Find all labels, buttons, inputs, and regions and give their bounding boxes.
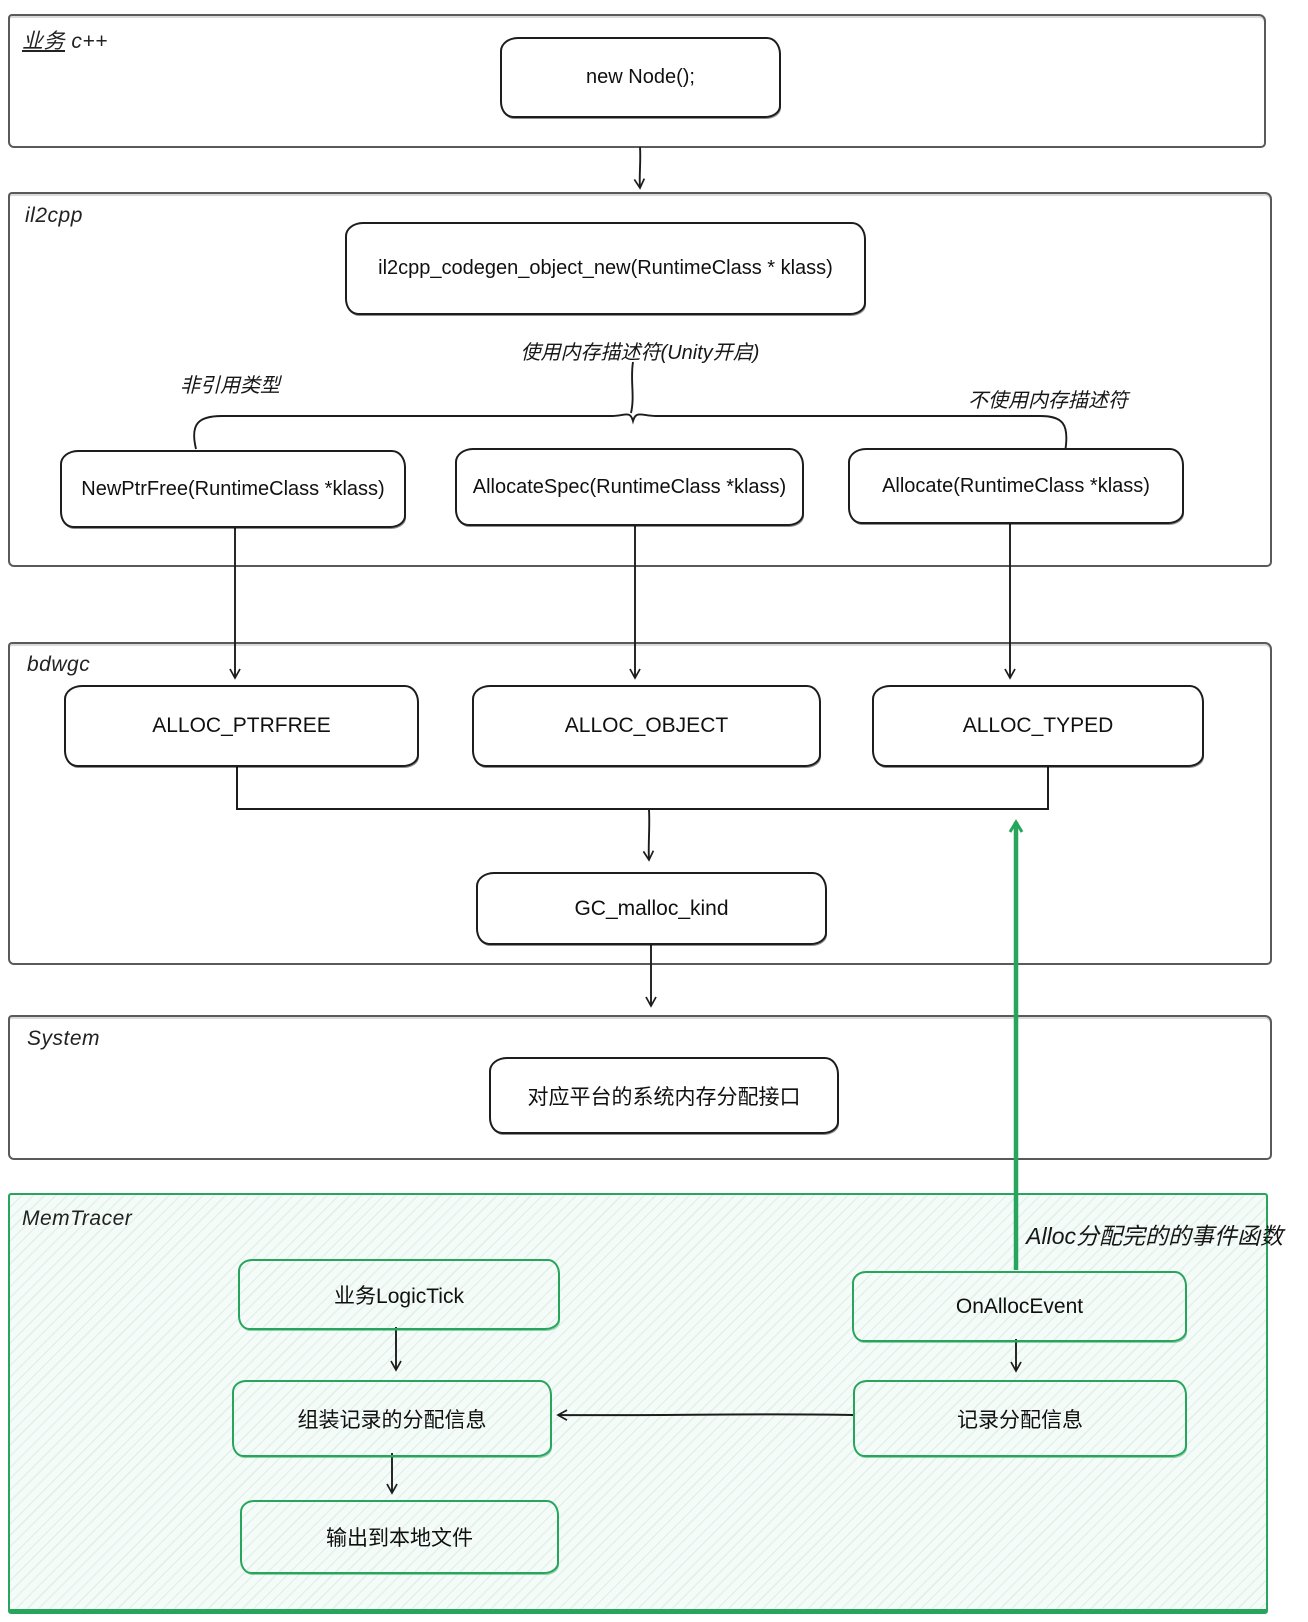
business-label-code: c++ xyxy=(65,30,108,53)
label-alloc-event-note: Alloc分配完的的事件函数 xyxy=(1026,1223,1283,1249)
merge-bracket xyxy=(236,765,1049,810)
section-label-il2cpp: il2cpp xyxy=(25,204,83,227)
panel-memtracer xyxy=(8,1193,1268,1614)
section-label-bdwgc: bdwgc xyxy=(27,653,91,676)
node-logic-tick-label: 业务LogicTick xyxy=(334,1284,464,1308)
node-new-node-label: new Node(); xyxy=(586,66,695,88)
label-use-descriptor: 使用内存描述符(Unity开启) xyxy=(520,342,760,364)
node-record-alloc: 记录分配信息 xyxy=(853,1380,1187,1457)
section-label-business: 业务 c++ xyxy=(22,25,108,55)
node-system-alloc: 对应平台的系统内存分配接口 xyxy=(489,1057,839,1134)
node-alloc-typed: ALLOC_TYPED xyxy=(872,685,1204,767)
node-allocate: Allocate(RuntimeClass *klass) xyxy=(848,448,1184,524)
label-no-descriptor: 不使用内存描述符 xyxy=(968,390,1128,412)
node-logic-tick: 业务LogicTick xyxy=(238,1259,560,1330)
node-newptrfree-label: NewPtrFree(RuntimeClass *klass) xyxy=(81,477,385,500)
node-record-alloc-label: 记录分配信息 xyxy=(957,1408,1083,1432)
panel-il2cpp xyxy=(8,192,1272,567)
panel-bdwgc xyxy=(8,642,1272,965)
node-alloc-typed-label: ALLOC_TYPED xyxy=(962,714,1114,737)
node-system-alloc-label: 对应平台的系统内存分配接口 xyxy=(527,1085,801,1109)
node-new-node: new Node(); xyxy=(500,37,781,118)
arrow-merge-down xyxy=(642,809,655,862)
node-allocate-label: Allocate(RuntimeClass *klass) xyxy=(882,474,1150,497)
node-on-alloc-event-label: OnAllocEvent xyxy=(955,1294,1084,1318)
section-label-memtracer: MemTracer xyxy=(22,1207,133,1230)
arrow-record-to-assemble xyxy=(556,1409,854,1421)
node-alloc-ptrfree-label: ALLOC_PTRFREE xyxy=(152,714,331,737)
section-label-system: System xyxy=(27,1027,101,1050)
branch-brace xyxy=(193,413,1068,453)
arrow-new-node-down xyxy=(633,146,646,190)
node-alloc-object: ALLOC_OBJECT xyxy=(472,685,821,767)
panel-system xyxy=(8,1015,1272,1160)
node-assemble-record-label: 组装记录的分配信息 xyxy=(297,1408,487,1432)
node-il2cpp-codegen: il2cpp_codegen_object_new(RuntimeClass *… xyxy=(345,222,866,315)
node-gc-malloc-kind: GC_malloc_kind xyxy=(476,872,827,945)
label-non-reference-type: 非引用类型 xyxy=(180,375,280,397)
node-output-file: 输出到本地文件 xyxy=(240,1500,559,1574)
panel-business-cpp xyxy=(8,14,1266,148)
node-assemble-record: 组装记录的分配信息 xyxy=(232,1380,552,1457)
brace-stem xyxy=(630,361,634,414)
node-newptrfree: NewPtrFree(RuntimeClass *klass) xyxy=(60,450,406,528)
node-alloc-object-label: ALLOC_OBJECT xyxy=(564,714,729,737)
node-gc-malloc-kind-label: GC_malloc_kind xyxy=(574,896,729,920)
node-alloc-ptrfree: ALLOC_PTRFREE xyxy=(64,685,419,767)
node-output-file-label: 输出到本地文件 xyxy=(326,1527,473,1550)
node-il2cpp-codegen-label: il2cpp_codegen_object_new(RuntimeClass *… xyxy=(378,257,833,279)
node-allocatespec: AllocateSpec(RuntimeClass *klass) xyxy=(455,448,804,526)
node-allocatespec-label: AllocateSpec(RuntimeClass *klass) xyxy=(472,475,787,498)
node-on-alloc-event: OnAllocEvent xyxy=(852,1271,1187,1342)
business-label-zh: 业务 xyxy=(22,30,65,53)
